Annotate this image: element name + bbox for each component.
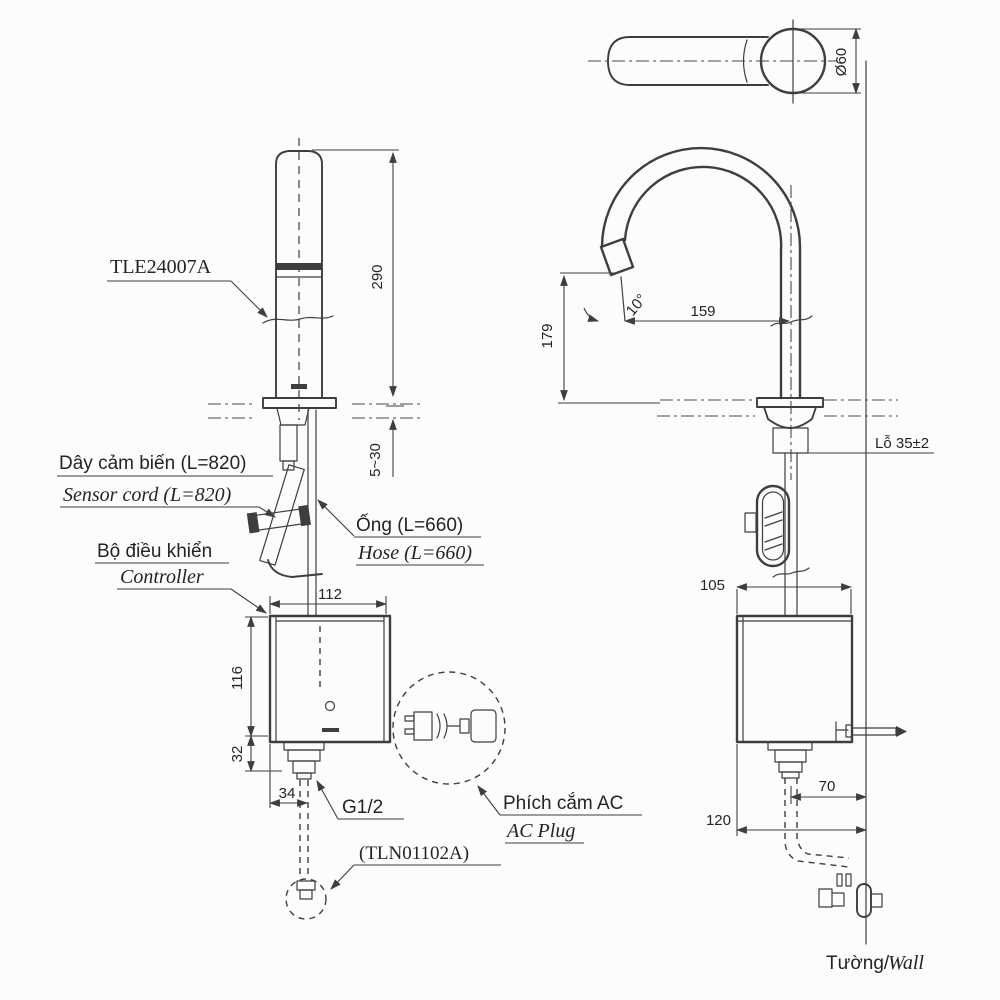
label-sensor-cord-vi: Dây cảm biến (L=820) [59,453,246,474]
deck-lines-side [657,399,898,417]
dim-105: 105 [700,577,853,614]
g-half-fitting-side [767,741,813,779]
dim-70: 70 [789,778,868,804]
sensor-window-band [276,263,322,270]
controller-box-front [268,614,392,744]
base-flange-side [756,397,824,408]
label-ac-plug-vi: Phích cắm AC [503,792,623,814]
deck-mounting-side: Lỗ 35±2 [756,397,934,617]
wall-label: Tường/ Wall [826,952,924,974]
side-view: 179 159 10° Lỗ 35±2 [539,60,934,974]
tailpiece [772,427,809,454]
dim-179: 179 [539,272,660,404]
deck-mounting-front [208,397,420,617]
dim-spout-diameter: Ø60 [833,48,850,76]
controller-box-side [735,614,854,744]
indicator-led [324,700,336,712]
dim-deck-thickness-label: 5~30 [367,443,384,477]
stop-valve-circle [285,878,327,920]
label-drain-code: (TLN01102A) [359,843,469,864]
dim-controller-height: 116 [229,666,246,690]
dim-159: 159 [623,303,791,325]
dim-fitting-height: 32 [229,746,246,763]
dim-120: 120 [706,744,868,836]
gooseneck-spout [583,146,813,480]
label-sensor-cord-en: Sensor cord (L=820) [63,484,232,506]
wall-label-vi: Tường/ [826,953,890,974]
dim-controller-to-wall: 120 [706,812,731,829]
dim-diameter: Ø60 [797,27,861,95]
label-ac-plug-en: AC Plug [505,820,575,842]
dim-controller-depth: 105 [700,577,725,594]
hole-label: Lỗ 35±2 [875,435,929,452]
label-controller-vi: Bộ điều khiển [97,541,212,562]
label-hose-vi: Ống (L=660) [356,514,463,536]
g-half-fitting-front [283,741,325,780]
sensor-connector [279,424,298,462]
sensor-cord-coil [744,484,810,578]
dim-spout-height: 179 [539,323,556,348]
label-controller-en: Controller [120,566,204,588]
dim-total-height: 290 [369,264,386,289]
dim-controller-width: 112 [318,586,342,603]
ac-plug-detail [392,671,506,785]
wall-bracket-screw [835,721,907,743]
dim-spout-angle: 10° [623,291,651,319]
front-labels: TLE24007A Dây cảm biến (L=820) Sensor co… [57,256,642,890]
flow-arrow [583,307,600,322]
wall-stop-valve [818,873,883,918]
faucet-body [262,138,334,420]
break-line [262,315,334,324]
supply-drop [285,780,327,920]
dim-112: 112 [268,586,388,614]
dim-290: 290 [312,149,399,398]
supply-hose-side [784,778,850,868]
plan-view: Ø60 [588,19,861,104]
dim-fitting-offset: 34 [279,785,296,802]
label-product-code: TLE24007A [110,256,212,278]
dim-116-32: 116 32 [229,615,282,773]
break-line [772,567,810,578]
wall-label-en: Wall [888,952,924,974]
sensor-cord [246,464,323,578]
front-view: 290 5~30 112 [57,138,642,920]
ac-plug-icon [404,709,497,743]
dim-hose-to-wall: 70 [819,778,836,795]
dim-34: 34 [268,744,309,808]
label-thread: G1/2 [342,797,383,818]
label-hose-en: Hose (L=660) [357,542,472,564]
dim-spout-reach: 159 [690,303,715,320]
spout-nozzle [599,237,635,277]
cord-clip [744,512,757,533]
dim-deck-thickness: 5~30 [367,405,404,477]
